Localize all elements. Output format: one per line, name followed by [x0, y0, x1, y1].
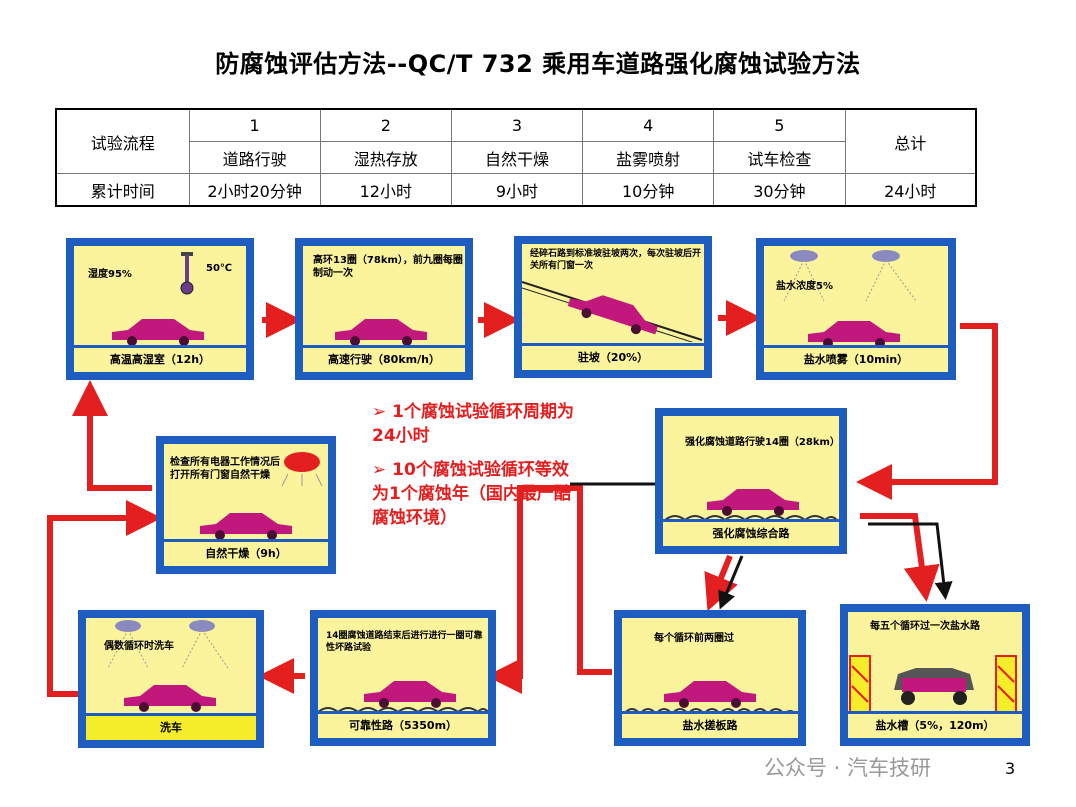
car-icon: [808, 321, 900, 348]
step-name: 试车检查: [713, 141, 846, 174]
stage-slope: 经碎石路到标准坡驻坡两次，每次驻坡后开关所有门窗一次 驻坡（20%）: [514, 236, 712, 378]
step-number: 2: [319, 108, 452, 142]
car-in-trough-icon: [849, 655, 1017, 713]
arrow-road-to-trough: [860, 513, 940, 602]
corrosion-road-text: 强化腐蚀道路行驶14圈（28km）: [685, 437, 840, 448]
stage-caption: 高温高湿室（12h）: [74, 345, 246, 372]
step-time: 30分钟: [713, 173, 846, 207]
stage-natural-dry: 检查所有电器工作情况后打开所有门窗自然干燥 自然干燥（9h）: [156, 436, 336, 574]
car-icon: [335, 319, 427, 346]
note-item: ➢ 1个腐蚀试验循环周期为24小时: [372, 402, 574, 446]
step-name: 湿热存放: [319, 141, 452, 174]
stage-caption: 驻坡（20%）: [522, 343, 704, 370]
step-number: 5: [713, 108, 846, 142]
page-number: 3: [1005, 759, 1016, 778]
step-number: 3: [450, 108, 584, 142]
step-number: 4: [582, 108, 715, 142]
total-label: 总计: [844, 108, 977, 174]
stage-caption: 盐水搓板路: [622, 711, 798, 738]
step-name: 盐雾喷射: [582, 141, 715, 174]
humidity-label: 湿度95%: [88, 269, 132, 280]
stage-caption: 高速行驶（80km/h）: [303, 345, 465, 372]
stage-caption: 盐水槽（5%，120m）: [848, 711, 1022, 738]
stage-salt-trough: 每五个循环过一次盐水路 盐水槽（5%，120m）: [840, 604, 1030, 746]
stage-humidity-chamber: 湿度95% 50℃ 高温高湿室（12h）: [66, 238, 254, 380]
dry-text: 检查所有电器工作情况后打开所有门窗自然干燥: [170, 457, 280, 481]
stage-salt-spray: 盐水浓度5% 盐水喷雾（10min）: [756, 238, 956, 380]
table-row: 累计时间 2小时20分钟 12小时 9小时 10分钟 30分钟 24小时: [55, 173, 977, 207]
step-time: 12小时: [319, 173, 452, 207]
step-time: 2小时20分钟: [188, 173, 321, 207]
test-flow-table: 试验流程 1 2 3 4 5 总计 道路行驶 湿热存放 自然干燥 盐雾喷射 试车…: [55, 108, 977, 207]
watermark: 公众号 · 汽车技研: [764, 756, 932, 780]
stage-corrosion-road: 强化腐蚀道路行驶14圈（28km） 强化腐蚀综合路: [655, 408, 847, 554]
stage-caption: 洗车: [86, 713, 256, 740]
salt-trough-text: 每五个循环过一次盐水路: [870, 621, 980, 632]
stage-caption: 强化腐蚀综合路: [663, 519, 839, 546]
arrow-wash-to-dry: [47, 500, 162, 697]
spray-nozzle-icon: [107, 620, 229, 669]
arrow-road-to-washboard: [704, 554, 738, 612]
arrow-outline-dark: [718, 555, 744, 610]
slope-car-icon: [522, 281, 703, 342]
stage-highway: 高环13圈（78km），前九圈每圈制动一次 高速行驶（80km/h）: [295, 238, 473, 380]
page-title: 防腐蚀评估方法--QC/T 732 乘用车道路强化腐蚀试验方法: [215, 50, 861, 78]
stage-reliability-road: 14圈腐蚀道路结束后进行进行一圈可靠性坏路试验 可靠性路（5350m）: [310, 610, 496, 746]
arrow-washboard-to-reliability: [486, 485, 612, 694]
reliability-text: 14圈腐蚀道路结束后进行进行一圈可靠性坏路试验: [326, 631, 483, 653]
arrow-dry-to-chamber: [72, 380, 152, 491]
temperature-label: 50℃: [206, 263, 233, 274]
total-time: 24小时: [844, 173, 977, 207]
stage-caption: 可靠性路（5350m）: [318, 711, 488, 738]
car-on-rough-road-icon: [665, 489, 837, 522]
car-icon: [124, 685, 216, 712]
car-on-washboard-icon: [624, 681, 796, 716]
slope-text: 经碎石路到标准坡驻坡两次，每次驻坡后开关所有门窗一次: [530, 249, 702, 271]
cycle-notes: ➢ 1个腐蚀试验循环周期为24小时 ➢ 10个腐蚀试验循环等效为1个腐蚀年（国内…: [372, 400, 582, 540]
table-row: 道路行驶 湿热存放 自然干燥 盐雾喷射 试车检查: [56, 141, 976, 174]
thermometer-icon: [180, 252, 194, 295]
step-name: 自然干燥: [450, 141, 584, 174]
arrow-outline-dark: [868, 522, 953, 600]
stage-caption: 盐水喷雾（10min）: [764, 345, 948, 372]
car-on-rough-road-icon: [318, 681, 488, 714]
salt-concentration-label: 盐水浓度5%: [776, 281, 833, 292]
car-icon: [112, 319, 204, 346]
car-icon: [200, 513, 292, 540]
spray-nozzle-icon: [783, 250, 917, 302]
stage-caption: 自然干燥（9h）: [164, 539, 328, 566]
washboard-text: 每个循环前两圈过: [654, 633, 734, 644]
arrow-saltspray-to-road: [856, 323, 998, 500]
step-time: 10分钟: [582, 173, 715, 207]
wash-text: 偶数循环时洗车: [104, 641, 174, 652]
note-item: ➢ 10个腐蚀试验循环等效为1个腐蚀年（国内最严酷腐蚀环境）: [372, 460, 571, 528]
highway-text: 高环13圈（78km），前九圈每圈制动一次: [313, 255, 463, 279]
sun-icon: [281, 452, 323, 487]
stage-car-wash: 偶数循环时洗车 洗车: [78, 610, 264, 748]
step-time: 9小时: [450, 173, 584, 207]
row-header-flow: 试验流程: [55, 108, 190, 174]
step-name: 道路行驶: [188, 141, 321, 174]
stage-washboard: 每个循环前两圈过 盐水搓板路: [614, 610, 806, 746]
